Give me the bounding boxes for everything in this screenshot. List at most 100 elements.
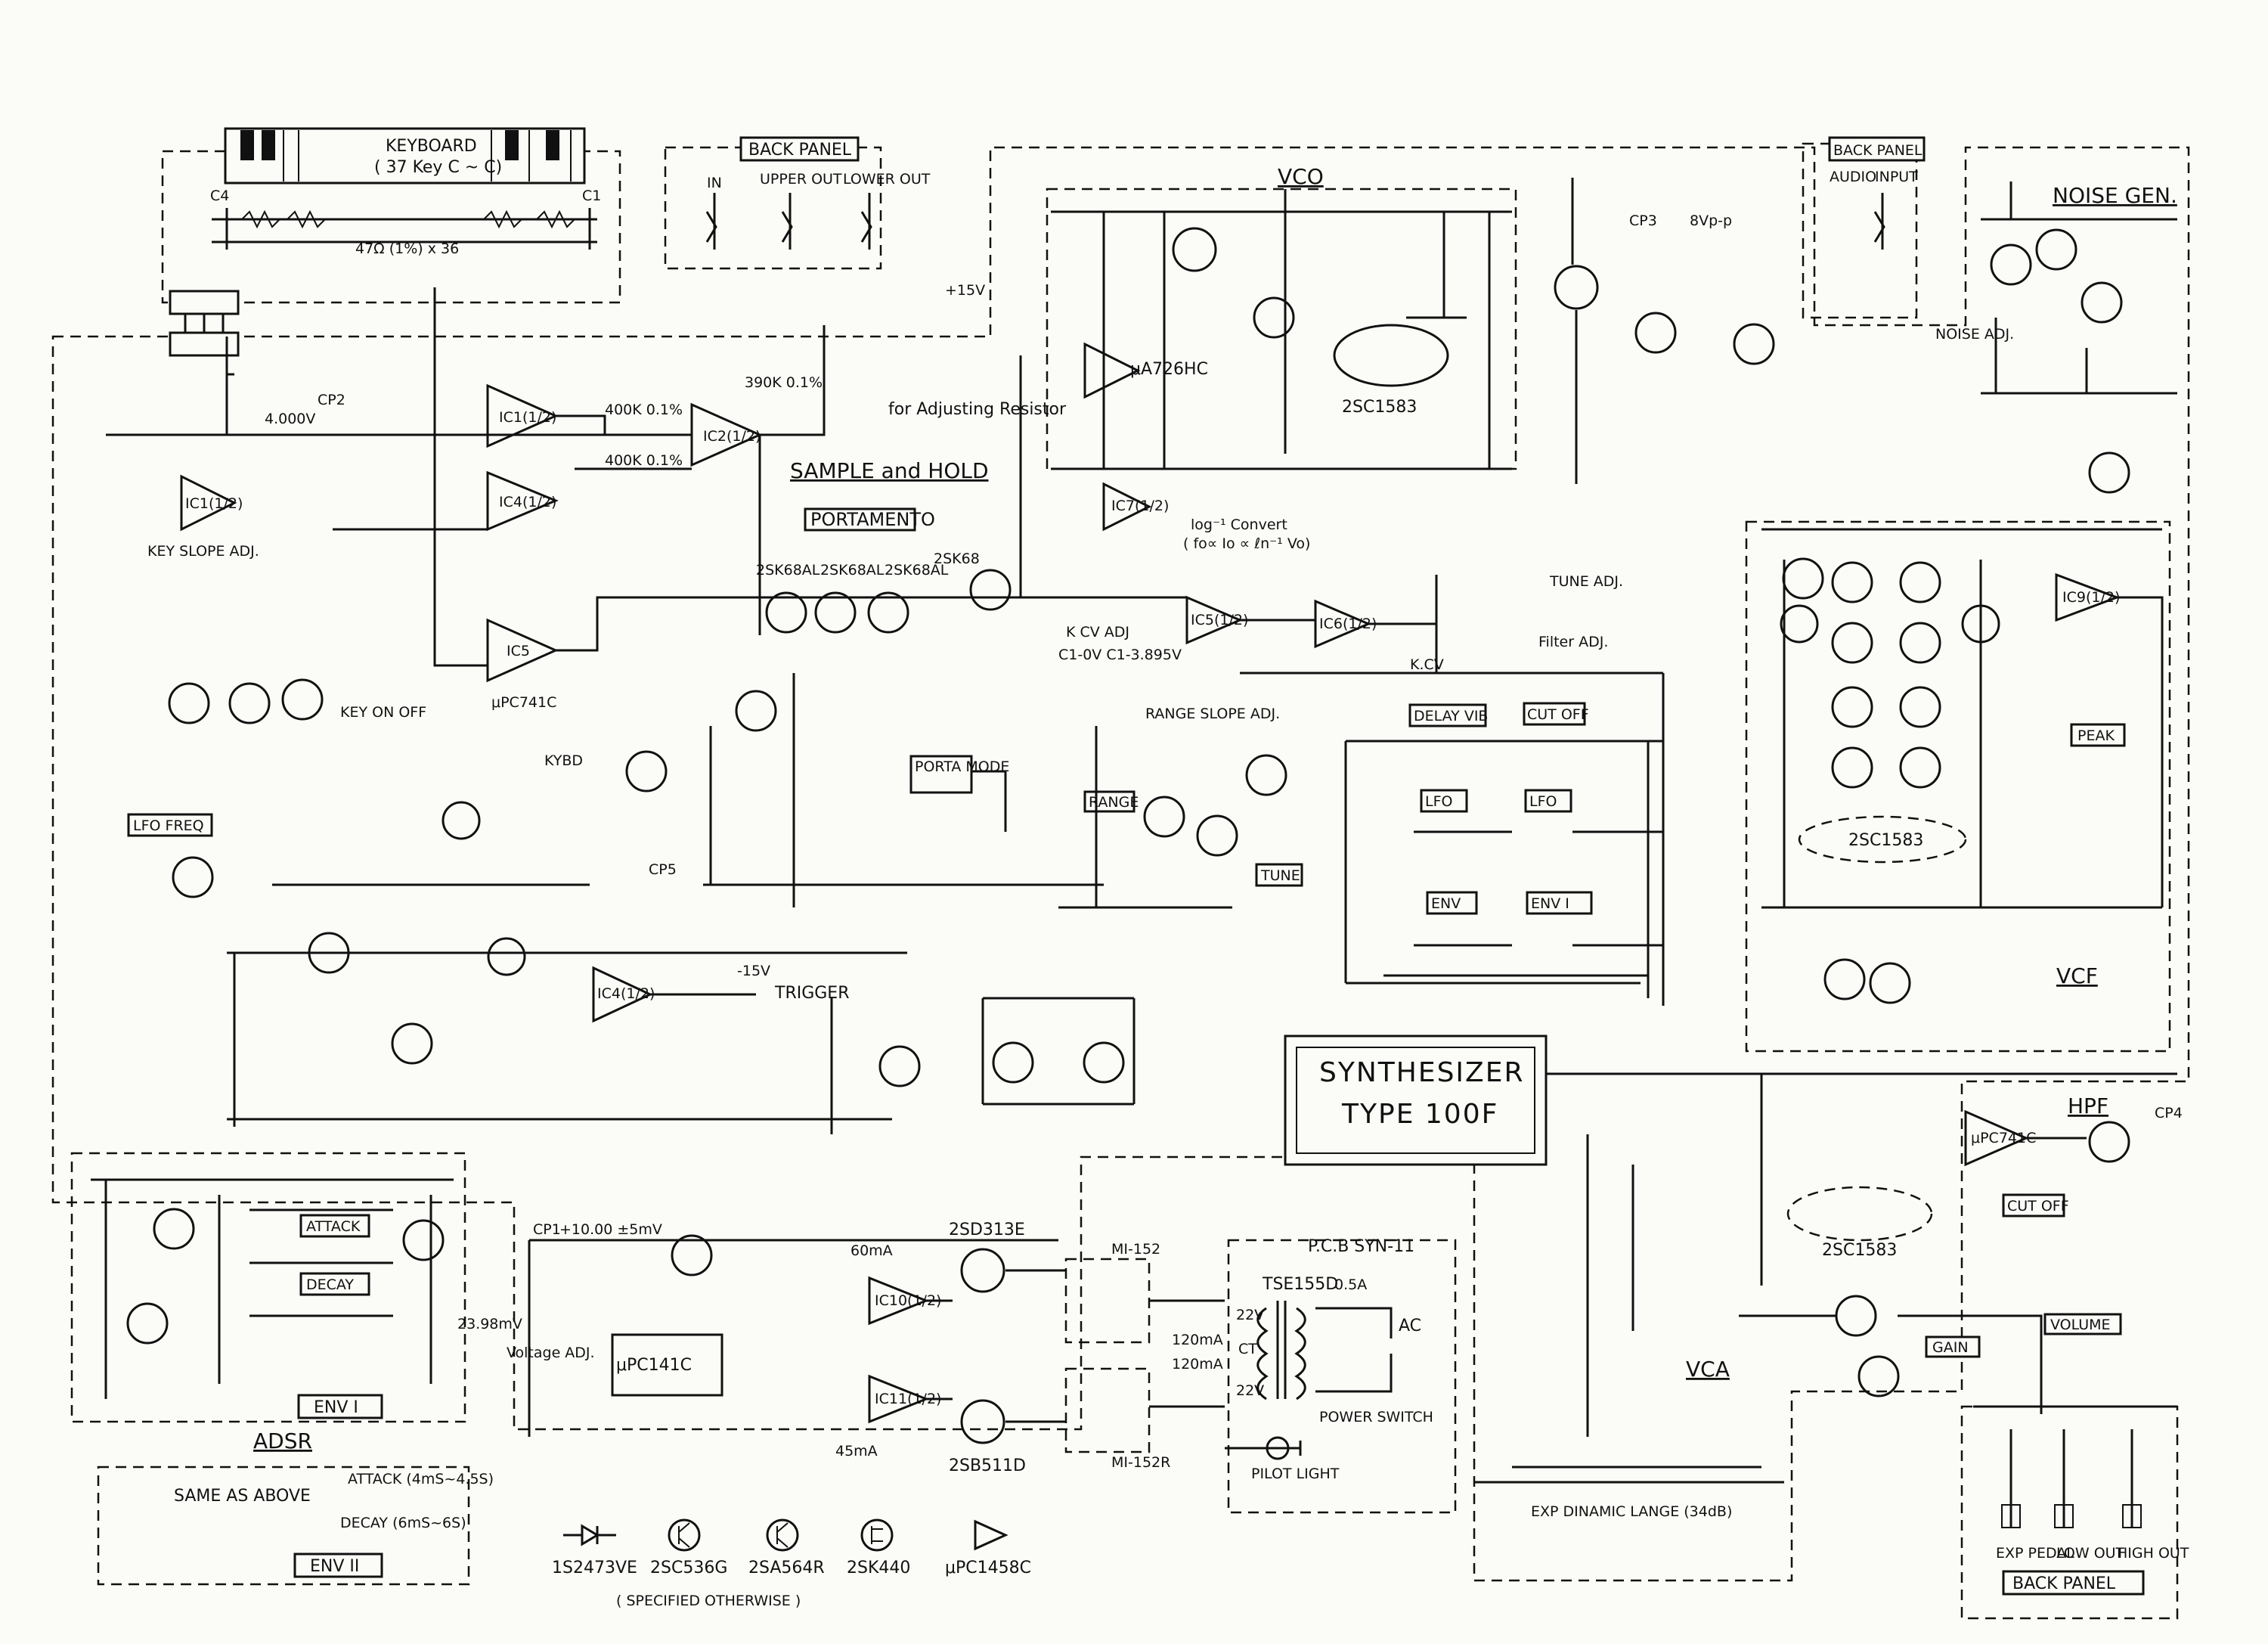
sample-hold-label: SAMPLE and HOLD — [790, 458, 989, 483]
adjust-note: for Adjusting Resistor — [888, 400, 1067, 419]
back-panel-bottom-right: BACK PANEL EXP PEDAL LOW OUT HIGH OUT — [1973, 1405, 2189, 1596]
kybd-label: -15V — [737, 963, 770, 979]
fet — [765, 591, 807, 634]
transistor — [1835, 1295, 1877, 1337]
fet-label: 2SK68 — [934, 551, 980, 567]
transistor — [1196, 814, 1238, 857]
dual-transistor — [1333, 324, 1449, 387]
transistor — [391, 1022, 433, 1065]
transistor — [153, 1208, 195, 1250]
rect2-label: MI-152R — [1111, 1454, 1170, 1471]
bridge-rect — [1064, 1258, 1151, 1344]
power-switch-label: POWER SWITCH — [1319, 1409, 1433, 1425]
lfo-label-2: LFO — [1529, 793, 1557, 810]
fet — [969, 569, 1012, 611]
specified-note: ( SPECIFIED OTHERWISE ) — [616, 1593, 801, 1609]
title-outer — [1284, 1034, 1548, 1166]
kcv-label: K.CV — [1410, 656, 1444, 673]
mv-label: KYBD — [544, 752, 583, 769]
ic-block-label: μPC141C — [616, 1356, 692, 1375]
vpp-label: 8Vp-p — [1690, 212, 1732, 229]
fuse-label: 0.5A — [1334, 1276, 1367, 1293]
transistor — [2081, 281, 2123, 324]
pcb-outline — [1227, 1239, 1457, 1514]
power-section: P.C.B SYN-11 μPC141C IC10(1/2) IC11(1/2)… — [507, 1221, 1433, 1482]
transformer-core — [1256, 1301, 1306, 1401]
npn-icon — [668, 1518, 701, 1552]
legend-label: 2SK440 — [847, 1559, 910, 1577]
ic-block — [611, 1333, 723, 1397]
transistor — [1899, 561, 1941, 603]
keyboard-label: KEYBOARD — [386, 137, 477, 156]
ic-label: IC1(1/2) — [499, 409, 556, 426]
vco-ic-label: μA726HC — [1130, 360, 1208, 379]
cutoff-tag — [1523, 702, 1586, 726]
hpf-label: HPF — [2068, 1093, 2108, 1118]
legend-label: 1S2473VE — [552, 1559, 637, 1577]
back-panel-title-box — [739, 136, 860, 162]
back-panel-top-left-outline — [664, 146, 882, 270]
adsr-label: ADSR — [253, 1428, 312, 1453]
transistor — [2088, 451, 2130, 494]
opamp — [486, 470, 559, 532]
r400k-2: 400K 0.1% — [605, 452, 683, 469]
opamp — [1185, 595, 1243, 645]
lfo-freq-label: LFO FREQ — [133, 817, 204, 834]
attack-range: ATTACK (4mS~4.5S) — [348, 1471, 494, 1487]
legend-item: 2SK440 — [847, 1518, 910, 1577]
transistor — [960, 1399, 1005, 1444]
keyboard-connector — [169, 290, 240, 315]
vco-log-note: log⁻¹ Convert — [1191, 516, 1287, 533]
current-label-4: 120mA — [1172, 1356, 1223, 1373]
ic-label: IC1(1/2) — [185, 495, 243, 512]
bridge-rect — [1064, 1367, 1151, 1453]
env1-label: ENV I — [1531, 895, 1569, 912]
cutoff-label: CUT OFF — [1527, 706, 1589, 723]
env2-box — [293, 1552, 383, 1578]
jack-low-label: LOW OUT — [2056, 1545, 2125, 1562]
vco-section: VCO μA726HC 2SC1583 log⁻¹ Convert ( fo∝ … — [888, 164, 1775, 552]
ac-label: AC — [1399, 1317, 1421, 1335]
decay-label: DECAY — [306, 1276, 354, 1293]
2sb511d-label: 2SB511D — [949, 1456, 1026, 1475]
diode-icon — [563, 1524, 616, 1546]
keyboard-c1: C1 — [582, 188, 601, 204]
peak-label: PEAK — [2077, 727, 2115, 744]
transistor — [1990, 243, 2032, 286]
tune-tag — [1255, 863, 1303, 887]
jack-input-label: INPUT — [1875, 169, 1918, 185]
transistor — [878, 1045, 921, 1087]
cp2-label: CP2 — [318, 392, 345, 408]
keyboard-body — [224, 127, 586, 185]
volume-label: VOLUME — [2050, 1317, 2111, 1333]
vco-value: +15V — [945, 282, 985, 299]
ic-label: IC4(1/2) — [499, 494, 556, 510]
ic-label: IC11(1/2) — [875, 1391, 941, 1407]
jack-in-label: IN — [707, 175, 722, 191]
title-line-2: TYPE 100F — [1341, 1099, 1498, 1130]
transistor — [1172, 227, 1217, 272]
delay-vib-label: DELAY VIB — [1414, 708, 1488, 724]
transistor — [1554, 265, 1599, 310]
transistor — [1831, 622, 1873, 664]
black-key — [546, 130, 559, 160]
filter-adj-label: Filter ADJ. — [1538, 634, 1608, 650]
cp3-label: CP3 — [1629, 212, 1657, 229]
legend-label: 2SA564R — [748, 1559, 825, 1577]
transistor — [1831, 686, 1873, 728]
opamp — [1314, 599, 1371, 649]
transistor — [1857, 1355, 1900, 1397]
opamp — [486, 618, 559, 683]
transistor — [960, 1248, 1005, 1293]
env1-box — [297, 1394, 383, 1419]
legend-label: μPC1458C — [945, 1559, 1031, 1577]
transistor — [228, 682, 271, 724]
transistor — [1869, 962, 1911, 1004]
tune-label: TUNE — [1260, 867, 1300, 884]
env2-box-label: ENV II — [310, 1557, 359, 1576]
adsr-section: ADSR ATTACK DECAY ENV I ENV II SAME AS A… — [91, 1178, 522, 1578]
lfo-freq-tag — [127, 813, 213, 837]
tap-ct: CT — [1238, 1341, 1257, 1357]
fet — [867, 591, 909, 634]
